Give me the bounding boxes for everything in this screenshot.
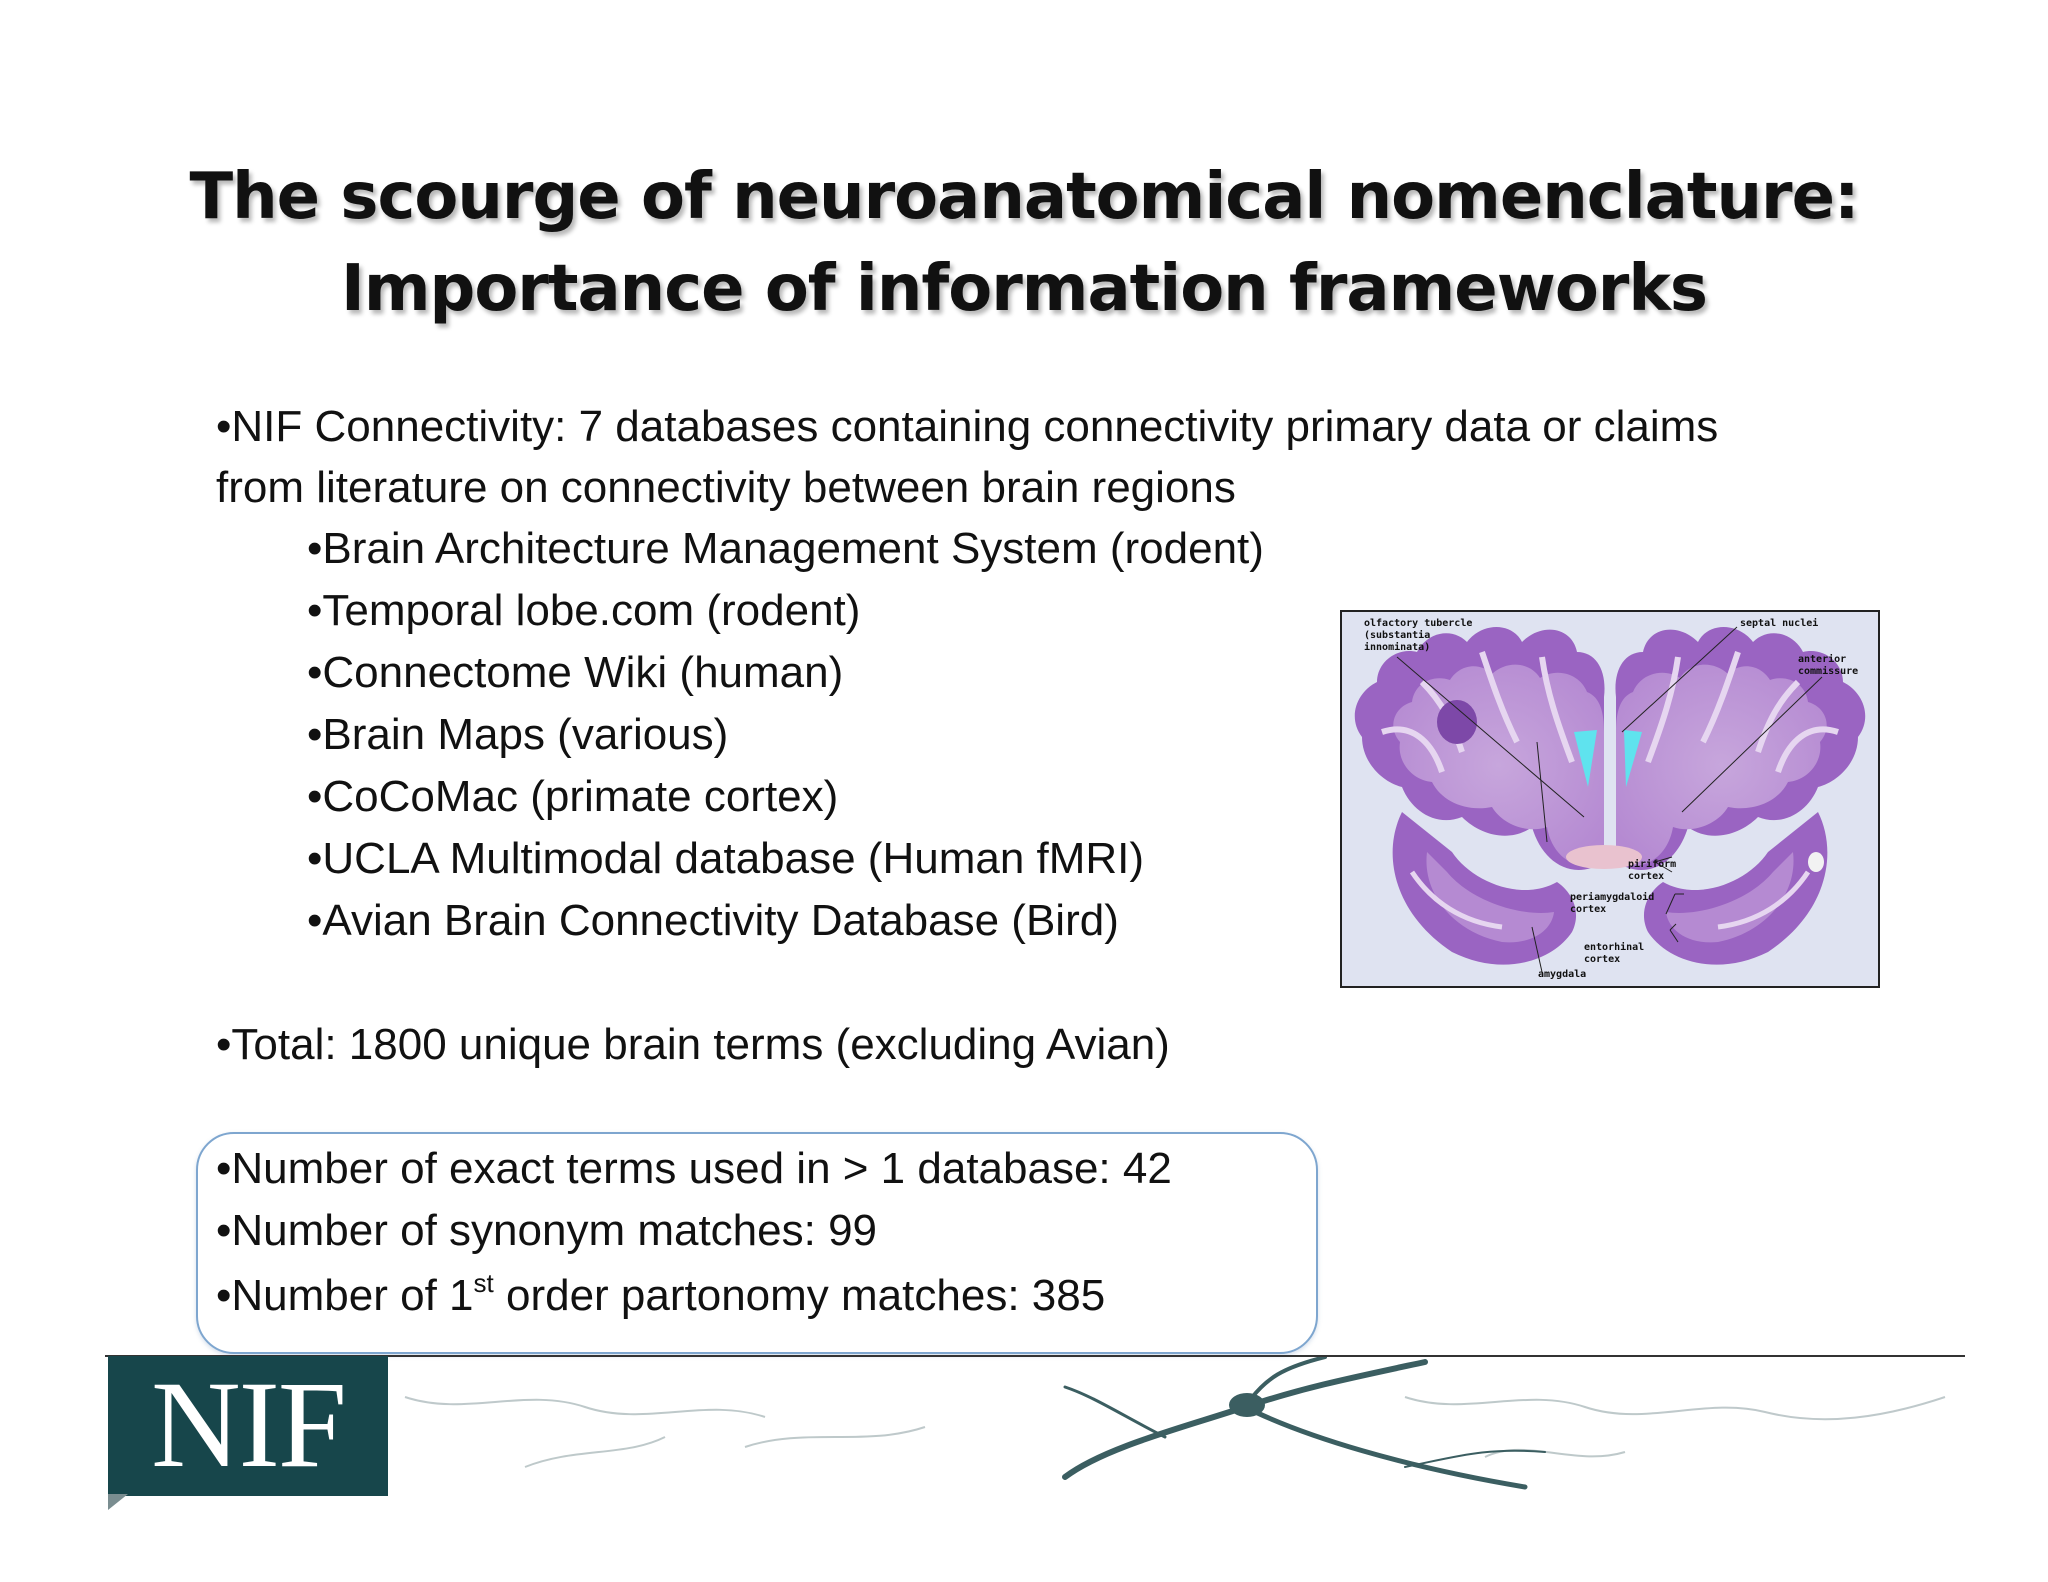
label-amygdala: amygdala <box>1538 969 1587 980</box>
label-piriform-cortex: piriform cortex <box>1628 859 1677 882</box>
brain-section-illustration <box>1354 626 1866 973</box>
label-septal-nuclei: septal nuclei <box>1740 618 1819 629</box>
slide-title-line-2: Importance of information frameworks <box>341 252 1708 326</box>
label-entorhinal-cortex: entorhinal cortex <box>1584 942 1645 965</box>
label-periamygdaloid-cortex: periamygdaloid cortex <box>1570 892 1655 915</box>
list-item: •Brain Architecture Management System (r… <box>307 524 1264 573</box>
list-item: •UCLA Multimodal database (Human fMRI) <box>307 834 1145 883</box>
list-item: •Avian Brain Connectivity Database (Bird… <box>307 896 1119 945</box>
synonym-matches-stat: •Number of synonym matches: 99 <box>216 1206 878 1255</box>
list-item: •Connectome Wiki (human) <box>307 648 844 697</box>
total-terms: •Total: 1800 unique brain terms (excludi… <box>216 1020 1170 1069</box>
neuron-illustration <box>404 1357 1946 1490</box>
footer-divider <box>105 1355 1965 1357</box>
slide-title-line-1: The scourge of neuroanatomical nomenclat… <box>189 160 1859 234</box>
intro-line-2: from literature on connectivity between … <box>216 463 1236 512</box>
label-olfactory-tubercle: olfactory tubercle (substantia innominat… <box>1364 618 1473 653</box>
list-item: •Brain Maps (various) <box>307 710 729 759</box>
nif-logo: NIF <box>108 1356 388 1496</box>
footer-neuron-banner <box>105 1357 1965 1497</box>
list-item: •Temporal lobe.com (rodent) <box>307 586 861 635</box>
list-item: •CoCoMac (primate cortex) <box>307 772 839 821</box>
label-anterior-commissure: anterior commissure <box>1798 654 1859 677</box>
intro-line-1: •NIF Connectivity: 7 databases containin… <box>216 402 1719 451</box>
statistics-callout <box>196 1132 1318 1354</box>
partonomy-matches-stat: •Number of 1st order partonomy matches: … <box>216 1268 1106 1320</box>
exact-terms-stat: •Number of exact terms used in > 1 datab… <box>216 1144 1172 1193</box>
logo-tab-decoration <box>108 1494 128 1510</box>
brain-section-image: olfactory tubercle (substantia innominat… <box>1340 610 1880 988</box>
nif-logo-text: NIF <box>151 1356 347 1493</box>
